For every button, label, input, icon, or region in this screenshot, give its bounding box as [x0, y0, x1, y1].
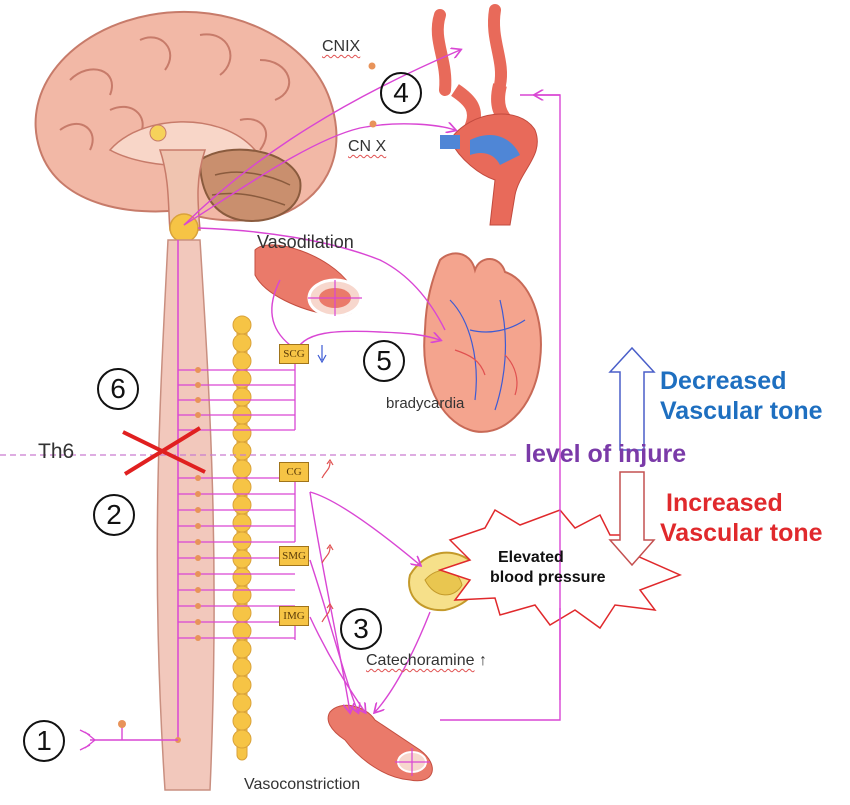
injury-cross-mark: [122, 426, 206, 476]
cn-x-dot: [369, 120, 377, 128]
marker-6: 6: [97, 368, 139, 410]
aortic-arch-illustration: [431, 4, 538, 226]
constricted-vessel: [327, 704, 433, 782]
increase-arrow: [608, 471, 656, 567]
catecholamine-text: Catechoramine: [366, 652, 475, 669]
sympathetic-chain: [232, 315, 252, 761]
receptor-dot: [118, 720, 126, 728]
up-arrow-icon: ↑: [478, 652, 487, 669]
marker-4-text: 4: [393, 77, 409, 108]
marker-5-text: 5: [376, 345, 392, 376]
elevated-bp-label: Elevated blood pressure: [490, 548, 606, 588]
nerve-pathways: [90, 50, 561, 741]
decreased-tone-line2: Vascular tone: [660, 397, 823, 425]
ganglion-cg: CG: [279, 462, 309, 482]
elevated-bp-line2: blood pressure: [490, 569, 606, 586]
marker-6-text: 6: [110, 373, 126, 404]
scg-down-arrow-icon: [317, 345, 327, 364]
marker-1: 1: [23, 720, 65, 762]
ganglion-img: IMG: [279, 606, 309, 626]
marker-4: 4: [380, 72, 422, 114]
heart-illustration: [423, 252, 542, 433]
marker-2-text: 2: [106, 499, 122, 530]
cn-x-label: CN X: [348, 138, 387, 155]
decrease-arrow: [608, 346, 656, 451]
segmental-nerves: [178, 355, 296, 640]
injury-level-label: level of injure: [525, 440, 687, 468]
increased-tone-line2: Vascular tone: [660, 519, 823, 547]
bradycardia-label: bradycardia: [386, 395, 465, 412]
th6-label: Th6: [38, 440, 75, 463]
ganglion-scg: SCG: [279, 344, 309, 364]
vasoconstriction-label: Vasoconstriction: [244, 776, 361, 793]
spinal-cord: [156, 239, 215, 791]
ganglion-arrows: [321, 458, 334, 623]
marker-3-text: 3: [353, 613, 369, 644]
increased-tone-line1: Increased: [666, 489, 783, 517]
brain-illustration: [34, 10, 338, 243]
catecholamine-label: Catechoramine ↑: [366, 652, 487, 670]
dilated-vessel: [254, 244, 363, 318]
increased-tone-label: Increased Vascular tone: [660, 488, 823, 548]
elevated-bp-line1: Elevated: [498, 549, 564, 566]
marker-2: 2: [93, 494, 135, 536]
segment-dots: [175, 367, 201, 743]
decreased-tone-label: Decreased Vascular tone: [660, 366, 823, 426]
vasodilation-label: Vasodilation: [257, 232, 354, 252]
cn-ix-dot: [368, 62, 376, 70]
cn-ix-label: CNIX: [322, 38, 361, 55]
marker-1-text: 1: [36, 725, 52, 756]
decreased-tone-line1: Decreased: [660, 367, 787, 395]
ganglion-smg: SMG: [279, 546, 309, 566]
marker-3: 3: [340, 608, 382, 650]
skin-receptor-icon: [79, 729, 97, 751]
marker-5: 5: [363, 340, 405, 382]
